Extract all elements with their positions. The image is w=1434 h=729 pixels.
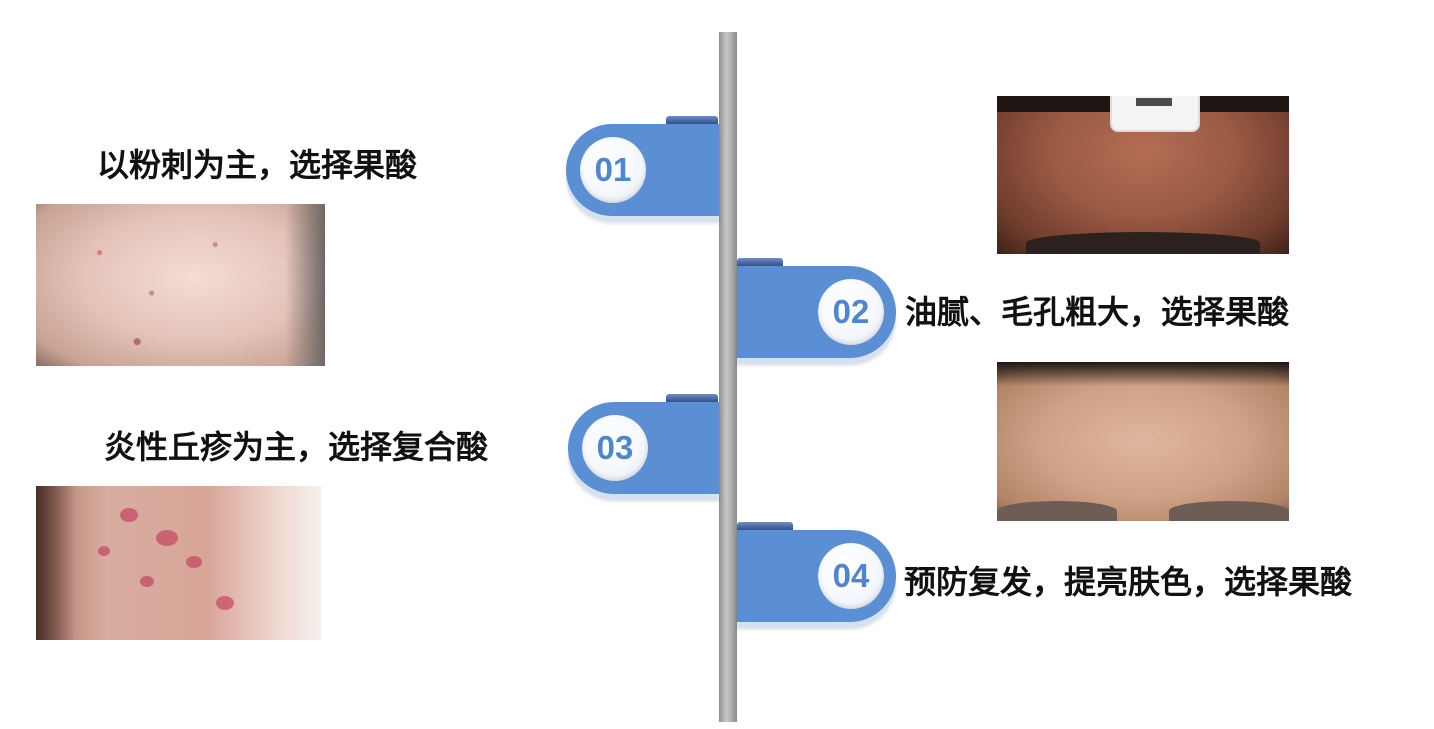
step-02-tab xyxy=(737,258,783,266)
step-03-tab xyxy=(666,394,718,402)
step-03-photo xyxy=(36,486,321,640)
step-04-badge: 04 xyxy=(737,530,896,622)
step-01-number: 01 xyxy=(580,137,646,203)
step-01-label: 以粉刺为主，选择果酸 xyxy=(97,146,418,184)
step-03-label: 炎性丘疹为主，选择复合酸 xyxy=(104,428,489,466)
step-03-number: 03 xyxy=(582,415,648,481)
step-04-photo xyxy=(997,362,1289,521)
step-01-tab xyxy=(666,116,718,124)
step-03-badge: 03 xyxy=(568,402,719,494)
step-04-number: 04 xyxy=(818,543,884,609)
step-02-badge: 02 xyxy=(737,266,896,358)
step-02-label: 油腻、毛孔粗大，选择果酸 xyxy=(905,293,1290,331)
step-01-badge: 01 xyxy=(566,124,719,216)
step-01-photo xyxy=(36,204,325,366)
step-04-label: 预防复发，提亮肤色，选择果酸 xyxy=(904,563,1353,601)
timeline-axis xyxy=(719,32,737,722)
step-04-tab xyxy=(737,522,793,530)
step-02-number: 02 xyxy=(818,279,884,345)
step-02-photo xyxy=(997,96,1289,254)
